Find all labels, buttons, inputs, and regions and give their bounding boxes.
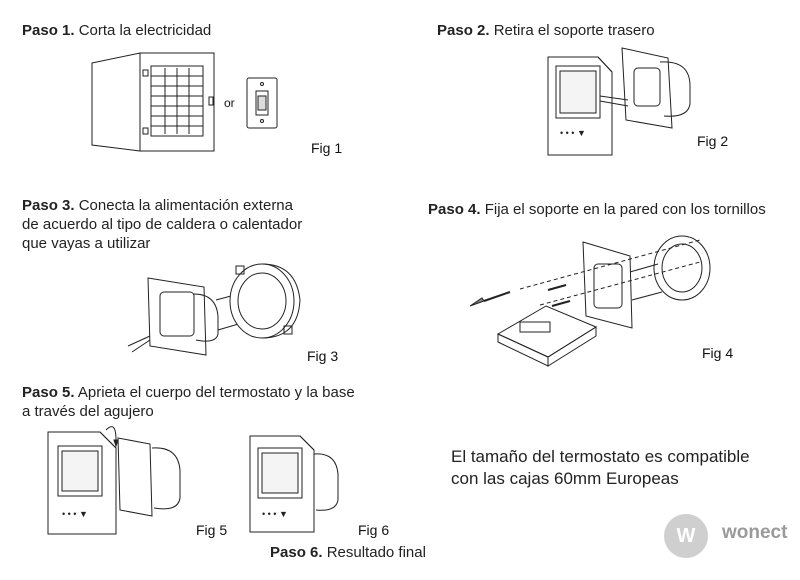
or-label: or xyxy=(224,96,235,110)
step-3-text-line2: de acuerdo al tipo de caldera o calentad… xyxy=(22,216,303,233)
step-6-text: Resultado final xyxy=(326,544,426,561)
light-switch-illustration xyxy=(246,77,278,129)
step-2-label: Paso 2. xyxy=(437,22,490,39)
compatibility-note-line2: con las cajas 60mm Europeas xyxy=(451,469,679,488)
svg-text:• • • ▼: • • • ▼ xyxy=(560,128,586,138)
step-1-title: Paso 1. Corta la electricidad xyxy=(22,21,211,40)
wonect-logo: W xyxy=(664,514,708,558)
step-1-label: Paso 1. xyxy=(22,22,75,39)
fig-2-caption: Fig 2 xyxy=(697,133,729,149)
bracket-and-wall-box-illustration xyxy=(127,263,301,356)
step-3-text: Conecta la alimentación externa xyxy=(78,197,293,214)
step-3-label: Paso 3. xyxy=(22,197,75,214)
step-2-text: Retira el soporte trasero xyxy=(493,22,655,39)
compatibility-note-line1: El tamaño del termostato es compatible xyxy=(451,447,750,466)
step-4-label: Paso 4. xyxy=(428,201,481,218)
step-6-label: Paso 6. xyxy=(270,544,323,561)
wall-mount-screws-illustration xyxy=(469,235,711,367)
step-6-title: Paso 6. Resultado final xyxy=(270,543,426,562)
step-2-title: Paso 2. Retira el soporte trasero xyxy=(437,21,655,40)
svg-text:• • • ▼: • • • ▼ xyxy=(262,509,288,519)
thermostat-remove-bracket-illustration: • • • ▼ xyxy=(547,47,691,156)
fig-3-caption: Fig 3 xyxy=(307,348,339,364)
step-3-text-line3: que vayas a utilizar xyxy=(22,235,151,252)
step-1-text: Corta la electricidad xyxy=(78,22,212,39)
compatibility-note: El tamaño del termostato es compatible c… xyxy=(451,446,750,490)
step-5-text-line2: a través del agujero xyxy=(22,403,154,420)
step-4-title: Paso 4. Fija el soporte en la pared con … xyxy=(428,200,766,219)
step-5-text: Aprieta el cuerpo del termostato y la ba… xyxy=(77,384,355,401)
fig-1-caption: Fig 1 xyxy=(311,140,343,156)
step-5-label: Paso 5. xyxy=(22,384,75,401)
fig-4-caption: Fig 4 xyxy=(702,345,734,361)
step-4-text: Fija el soporte en la pared con los torn… xyxy=(484,201,766,218)
thermostat-final-result-illustration: • • • ▼ xyxy=(249,435,339,533)
svg-text:• • • ▼: • • • ▼ xyxy=(62,509,88,519)
fig-6-caption: Fig 6 xyxy=(358,522,390,538)
step-3-title: Paso 3. Conecta la alimentación externa … xyxy=(22,196,302,253)
thermostat-press-base-illustration: • • • ▼ xyxy=(47,426,181,535)
fig-5-caption: Fig 5 xyxy=(196,522,228,538)
step-5-title: Paso 5. Aprieta el cuerpo del termostato… xyxy=(22,383,355,421)
breaker-panel-illustration xyxy=(91,52,215,152)
wonect-brand: wonect xyxy=(722,522,788,543)
